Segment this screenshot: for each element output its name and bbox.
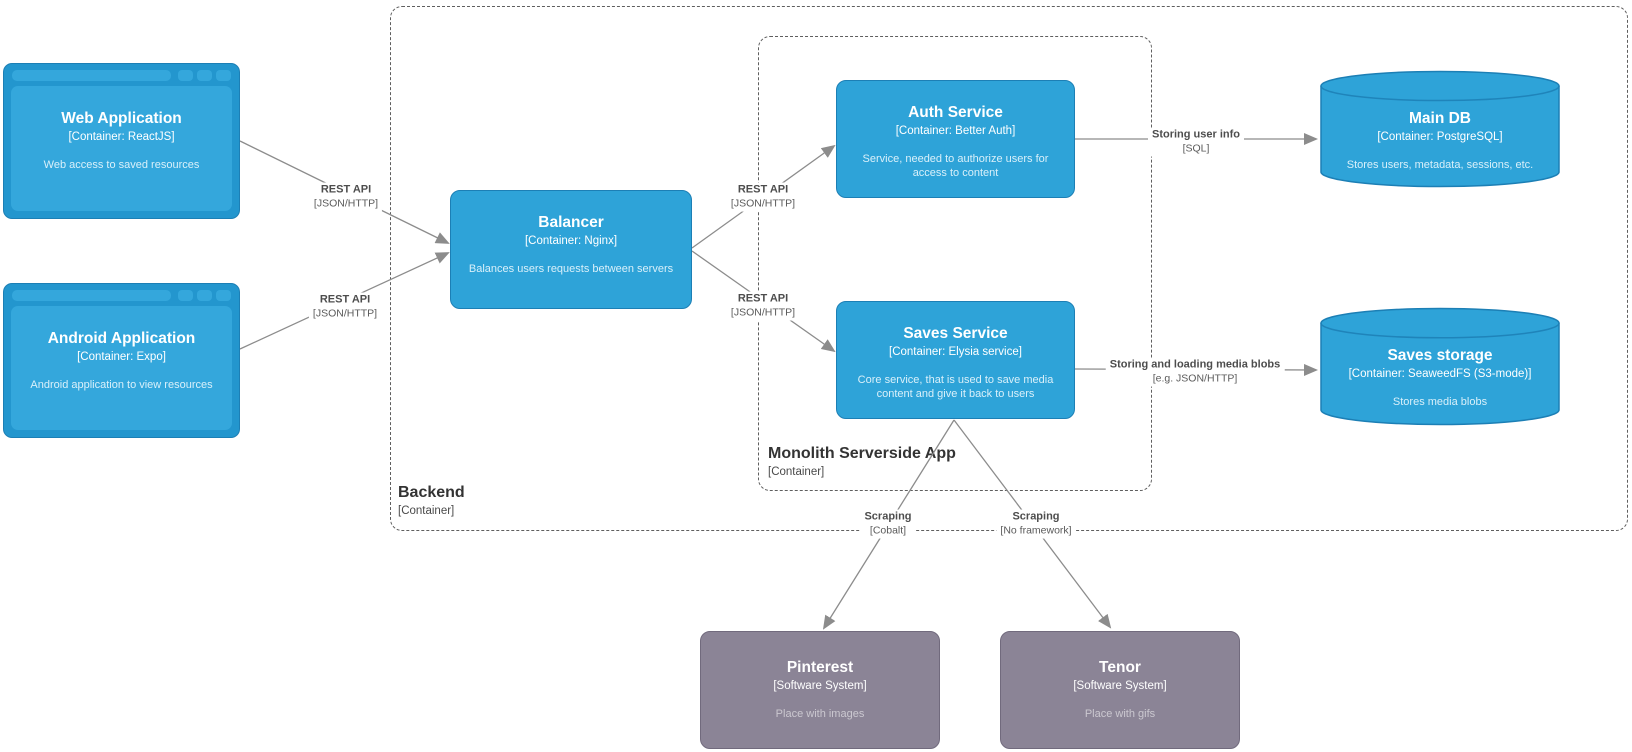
edge-technology: [SQL] [1182, 142, 1210, 155]
node-subtitle: [Container: SeaweedFS (S3-mode)] [1348, 368, 1532, 380]
boundary-subtitle: [Container] [768, 466, 825, 478]
boundary-title: Monolith Serverside App [768, 445, 956, 462]
node-web-application: Web Application [Container: ReactJS] Web… [3, 63, 240, 219]
node-description: Web access to saved resources [43, 159, 200, 171]
node-title: Saves storage [1387, 347, 1493, 364]
node-pinterest: Pinterest [Software System] Place with i… [700, 631, 940, 749]
edge-technology: [Cobalt] [869, 524, 907, 537]
boundary-subtitle: [Container] [398, 505, 455, 517]
edge-label: Storing user info [1152, 128, 1240, 141]
edge-technology: [JSON/HTTP] [730, 306, 796, 319]
node-saves-storage: Saves storage [Container: SeaweedFS (S3-… [1320, 307, 1560, 426]
edge-label-web-to-balancer: REST API [JSON/HTTP] [309, 182, 383, 212]
node-description: Place with gifs [1084, 708, 1156, 720]
node-description: Service, needed to authorize users for a… [862, 153, 1049, 180]
browser-button-icon [178, 70, 193, 81]
database-cylinder-icon [1320, 307, 1560, 426]
node-title: Pinterest [786, 659, 854, 676]
node-subtitle: [Container: Nginx] [524, 235, 618, 247]
node-title: Balancer [538, 214, 604, 231]
boundary-backend-label: Backend [Container] [398, 484, 465, 517]
node-description: Core service, that is used to save media… [857, 374, 1054, 401]
node-subtitle: [Software System] [773, 680, 867, 692]
node-saves-service: Saves Service [Container: Elysia service… [836, 301, 1075, 419]
edge-label: REST API [319, 293, 371, 306]
edge-label-android-to-balancer: REST API [JSON/HTTP] [308, 292, 382, 322]
edge-technology: [e.g. JSON/HTTP] [1152, 372, 1238, 385]
browser-button-icon [178, 290, 193, 301]
edge-label: Scraping [1012, 510, 1060, 523]
node-description: Place with images [775, 708, 865, 720]
browser-button-icon [197, 290, 212, 301]
edge-label: REST API [320, 183, 372, 196]
boundary-title: Backend [398, 484, 465, 501]
node-subtitle: [Software System] [1073, 680, 1167, 692]
node-main-db: Main DB [Container: PostgreSQL] Stores u… [1320, 70, 1560, 188]
edge-technology: [JSON/HTTP] [730, 197, 796, 210]
node-description: Android application to view resources [30, 379, 213, 391]
node-title: Auth Service [908, 104, 1003, 121]
node-subtitle: [Container: Better Auth] [895, 125, 1016, 137]
node-subtitle: [Container: Elysia service] [889, 346, 1022, 358]
node-description: Balances users requests between servers [468, 263, 674, 275]
edge-technology: [JSON/HTTP] [313, 197, 379, 210]
edge-label-balancer-to-saves: REST API [JSON/HTTP] [726, 291, 800, 321]
browser-content-panel: Web Application [Container: ReactJS] Web… [11, 86, 232, 211]
node-subtitle: [Container: PostgreSQL] [1377, 131, 1503, 143]
browser-button-icon [197, 70, 212, 81]
boundary-monolith-label: Monolith Serverside App [Container] [768, 445, 956, 478]
edge-label-saves-to-tenor: Scraping [No framework] [996, 509, 1076, 539]
node-title: Saves Service [903, 325, 1008, 342]
database-cylinder-icon [1320, 70, 1560, 188]
node-title: Web Application [61, 110, 182, 127]
node-tenor: Tenor [Software System] Place with gifs [1000, 631, 1240, 749]
edge-technology: [JSON/HTTP] [312, 307, 378, 320]
browser-address-bar [12, 290, 171, 301]
node-android-application: Android Application [Container: Expo] An… [3, 283, 240, 438]
node-auth-service: Auth Service [Container: Better Auth] Se… [836, 80, 1075, 198]
edge-technology: [No framework] [1000, 524, 1072, 537]
edge-label-saves-to-pinterest: Scraping [Cobalt] [860, 509, 916, 539]
node-title: Main DB [1409, 110, 1471, 127]
boundary-monolith [758, 36, 1152, 491]
node-title: Android Application [47, 330, 196, 347]
node-description: Stores users, metadata, sessions, etc. [1346, 159, 1534, 171]
node-subtitle: [Container: Expo] [77, 351, 166, 363]
node-subtitle: [Container: ReactJS] [68, 131, 175, 143]
browser-button-icon [216, 290, 231, 301]
browser-button-icon [216, 70, 231, 81]
node-balancer: Balancer [Container: Nginx] Balances use… [450, 190, 692, 309]
browser-address-bar [12, 70, 171, 81]
node-description: Stores media blobs [1392, 396, 1488, 408]
edge-label-balancer-to-auth: REST API [JSON/HTTP] [726, 182, 800, 212]
browser-content-panel: Android Application [Container: Expo] An… [11, 306, 232, 430]
edge-label-auth-to-maindb: Storing user info [SQL] [1148, 127, 1244, 157]
edge-label: Storing and loading media blobs [1109, 358, 1281, 371]
edge-label: Scraping [864, 510, 912, 523]
node-title: Tenor [1099, 659, 1141, 676]
edge-label: REST API [737, 292, 789, 305]
edge-label: REST API [737, 183, 789, 196]
edge-label-saves-to-storage: Storing and loading media blobs [e.g. JS… [1105, 357, 1285, 387]
